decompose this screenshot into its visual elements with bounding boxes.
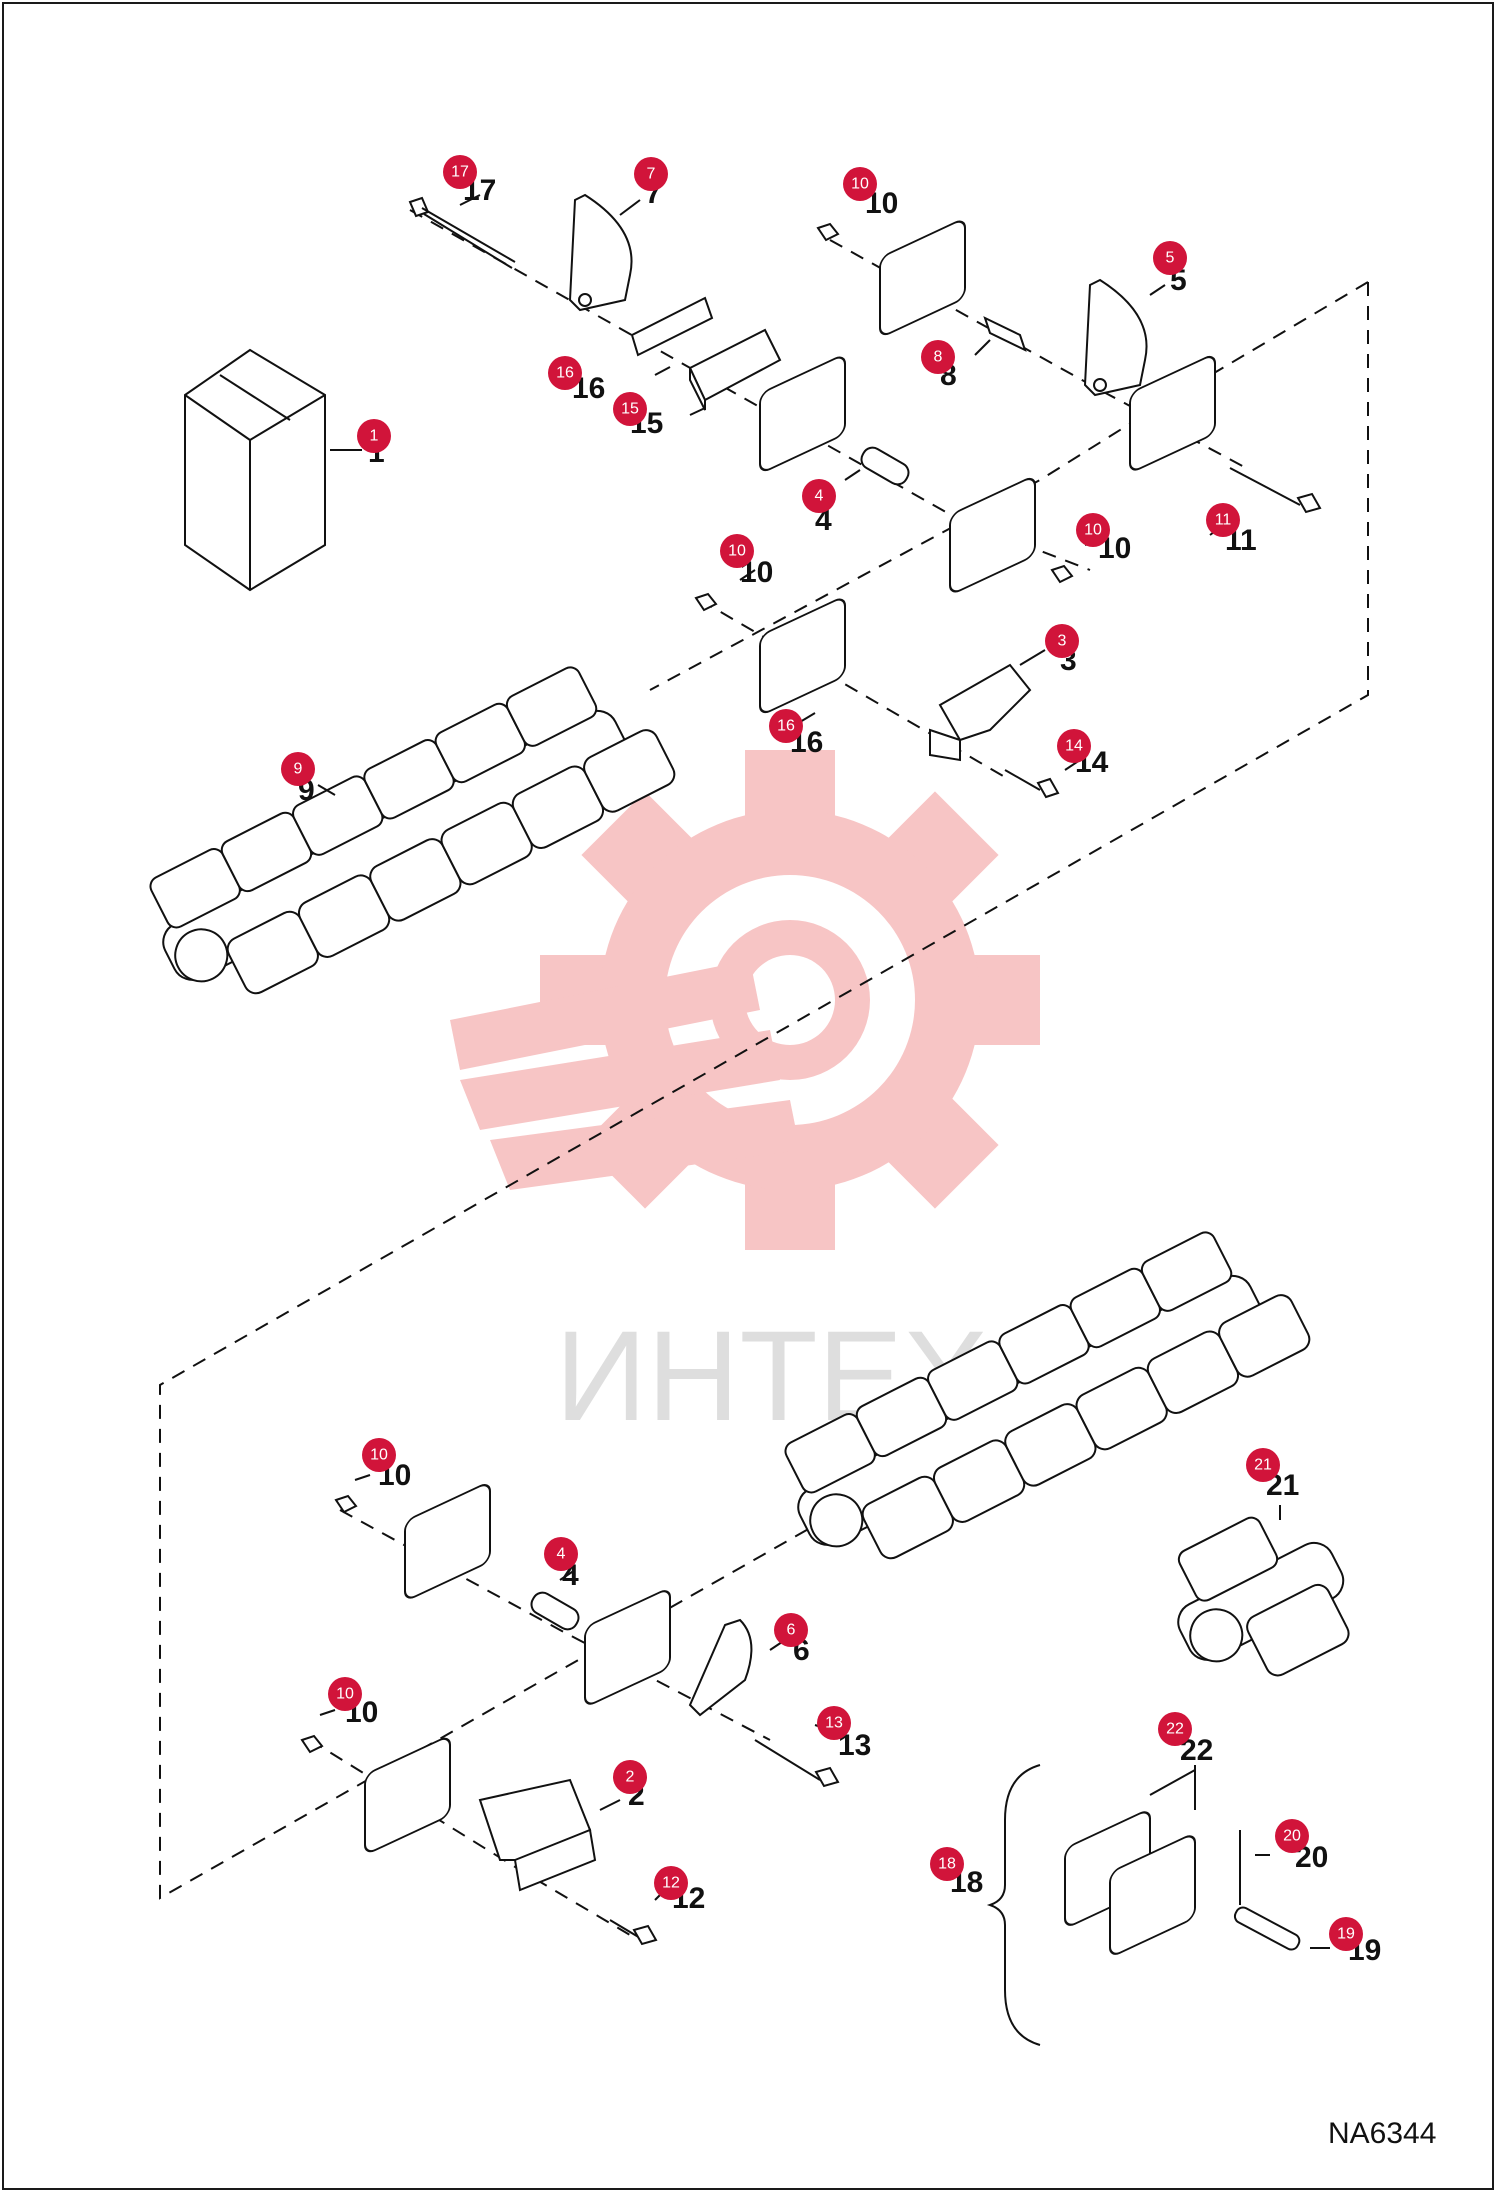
badge-18: 18	[930, 1847, 964, 1881]
part-flight-6	[688, 1618, 753, 1717]
part-box	[184, 348, 326, 592]
badge-12: 12	[654, 1866, 688, 1900]
svg-text:10: 10	[851, 176, 869, 193]
part-block-15	[688, 328, 782, 411]
badge-10c: 10	[720, 534, 754, 568]
svg-text:17: 17	[451, 164, 469, 181]
svg-text:13: 13	[825, 1715, 843, 1732]
svg-text:5: 5	[1166, 250, 1175, 267]
badge-10a: 10	[843, 167, 877, 201]
badge-10b: 10	[1076, 513, 1110, 547]
badge-9: 9	[281, 752, 315, 786]
svg-text:14: 14	[1065, 738, 1083, 755]
badge-16b: 16	[769, 709, 803, 743]
svg-text:12: 12	[662, 1875, 680, 1892]
svg-text:22: 22	[1166, 1721, 1184, 1738]
part-chain-link-21	[1177, 1516, 1350, 1677]
badge-13: 13	[817, 1706, 851, 1740]
part-hook-flight-7	[568, 193, 633, 312]
svg-text:6: 6	[787, 1622, 796, 1639]
part-long-bolt	[408, 196, 516, 269]
badge-6: 6	[774, 1613, 808, 1647]
svg-text:16: 16	[777, 718, 795, 735]
watermark-gear-icon	[450, 750, 1040, 1250]
badge-2: 2	[613, 1760, 647, 1794]
badge-1: 1	[357, 419, 391, 453]
svg-text:16: 16	[556, 365, 574, 382]
badge-21: 21	[1246, 1448, 1280, 1482]
watermark: ИНТЕХ	[450, 750, 1040, 1448]
svg-text:10: 10	[728, 543, 746, 560]
badge-14: 14	[1057, 729, 1091, 763]
badge-15: 15	[613, 392, 647, 426]
badge-10e: 10	[328, 1677, 362, 1711]
badge-4a: 4	[802, 479, 836, 513]
svg-text:7: 7	[647, 166, 656, 183]
svg-text:18: 18	[938, 1856, 956, 1873]
part-connecting-link-18	[986, 1764, 1301, 2046]
svg-text:10: 10	[370, 1447, 388, 1464]
svg-text:1: 1	[370, 428, 379, 445]
svg-text:20: 20	[1283, 1828, 1301, 1845]
svg-text:3: 3	[1058, 633, 1067, 650]
part-hook-flight-5	[1083, 278, 1148, 397]
svg-text:8: 8	[934, 349, 943, 366]
badge-5: 5	[1153, 241, 1187, 275]
part-link-plates	[364, 220, 1216, 1853]
badge-19: 19	[1329, 1917, 1363, 1951]
badge-10d: 10	[362, 1438, 396, 1472]
badge-16a: 16	[548, 356, 582, 390]
svg-text:4: 4	[815, 488, 824, 505]
badge-4b: 4	[544, 1537, 578, 1571]
callout-badges: 1 2 3 4 4 5 6 7 8 9 10 10 10 10 10 11 12…	[281, 155, 1363, 1951]
badge-7: 7	[634, 157, 668, 191]
svg-text:15: 15	[621, 401, 639, 418]
leader-lines	[317, 194, 1330, 1949]
part-chain-upper	[149, 666, 676, 995]
part-chain-lower	[784, 1231, 1311, 1560]
badge-17: 17	[443, 155, 477, 189]
badge-20: 20	[1275, 1819, 1309, 1853]
svg-text:11: 11	[1215, 512, 1232, 529]
part-flight-2	[478, 1778, 597, 1892]
part-bushings	[530, 316, 1027, 1631]
svg-text:4: 4	[557, 1546, 566, 1563]
badge-3: 3	[1045, 624, 1079, 658]
badge-11: 11	[1206, 503, 1240, 537]
drawing-code: NA6344	[1328, 2117, 1436, 2150]
svg-text:10: 10	[1084, 522, 1102, 539]
svg-text:2: 2	[626, 1769, 635, 1786]
svg-text:21: 21	[1254, 1457, 1272, 1474]
part-bolts	[609, 467, 1322, 1946]
svg-text:19: 19	[1337, 1926, 1355, 1943]
part-nuts	[300, 222, 1074, 1754]
badge-8: 8	[921, 340, 955, 374]
svg-text:9: 9	[294, 761, 303, 778]
callout-labels: 1 2 3 4 4 5 6 7 8 9 10 10 10 10 10 11 12…	[298, 174, 1381, 1967]
svg-text:10: 10	[336, 1686, 354, 1703]
part-plate-16	[630, 296, 714, 357]
part-flight-3	[929, 663, 1032, 762]
badge-22: 22	[1158, 1712, 1192, 1746]
